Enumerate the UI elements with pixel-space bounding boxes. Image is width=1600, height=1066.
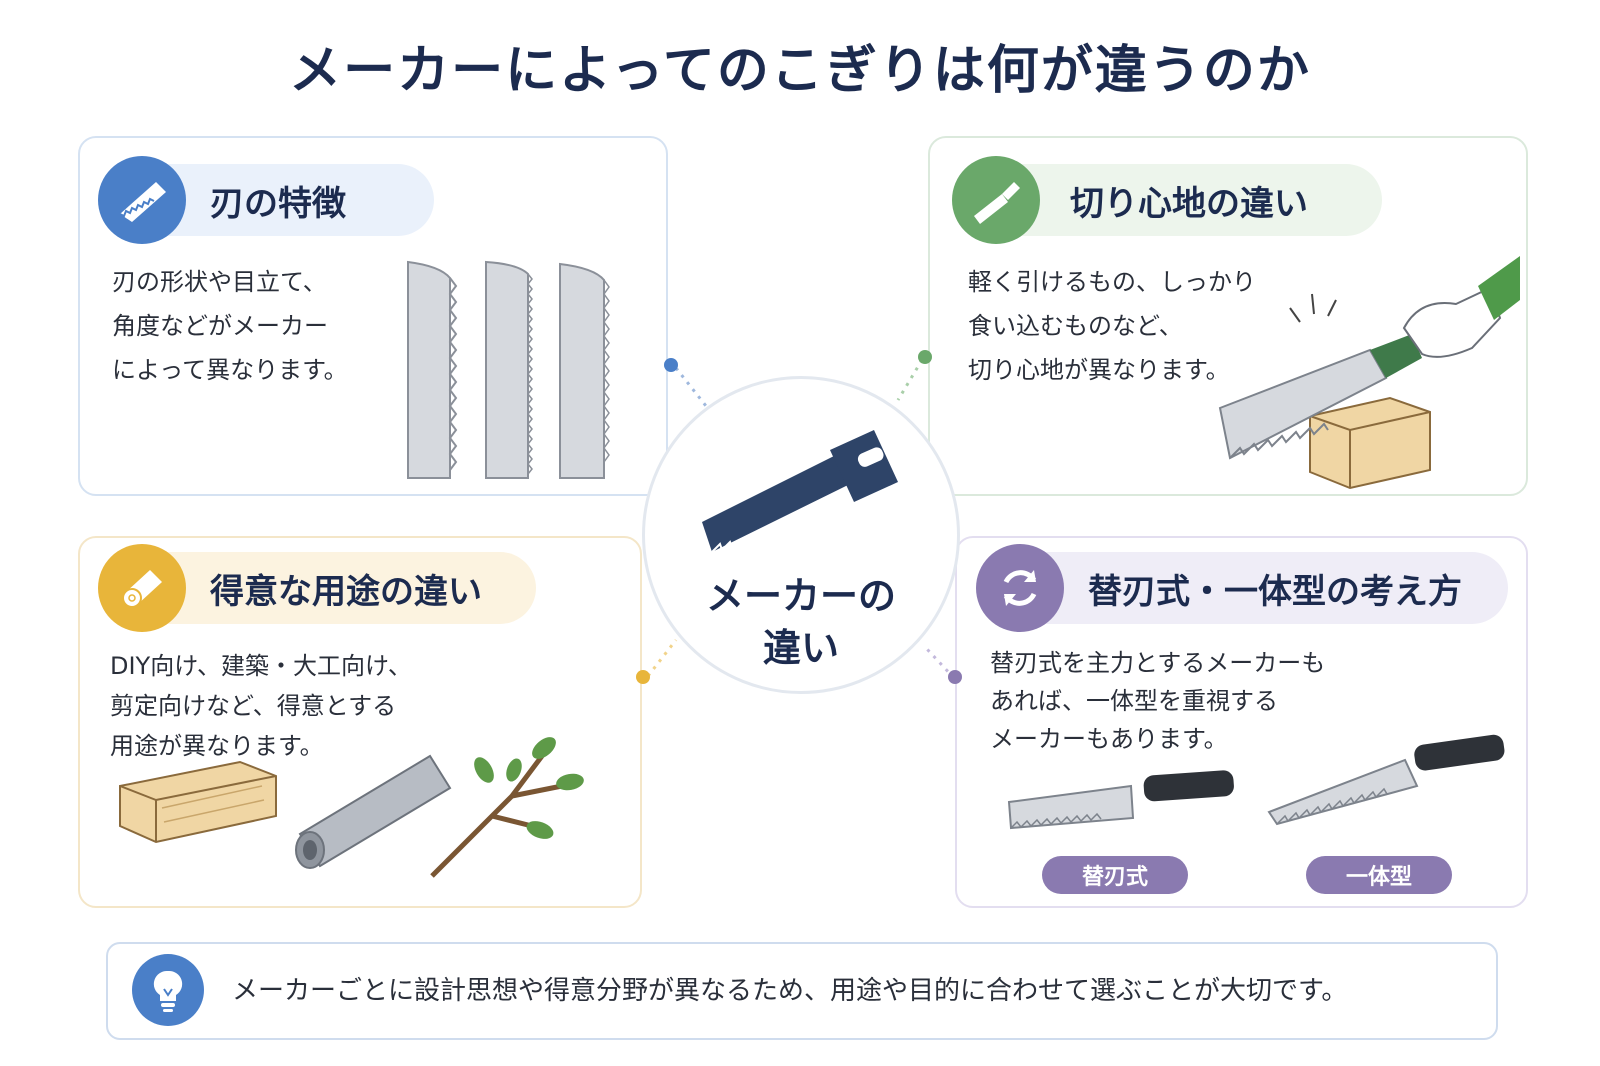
blade-shape-2 [485,260,533,479]
use-heading: 得意な用途の違い [210,571,482,612]
use-illustrations [119,737,584,878]
motion-lines [1289,293,1337,323]
connector-dot-feel [918,350,932,364]
saw-type-illustrations [1007,734,1505,830]
summary-text: メーカーごとに設計思想や得意分野が異なるため、用途や目的に合わせて選ぶことが大切… [232,976,1348,1006]
saw-handle [1370,334,1422,378]
metal-pipe [295,754,452,869]
lightbulb-icon [132,954,204,1026]
use-description: DIY向け、建築・大工向け、 剪定向けなど、得意とする 用途が異なります。 [110,652,412,760]
feel-description: 軽く引けるもの、しっかり 食い込むものなど、 切り心地が異なります。 [968,268,1256,384]
tag-integrated: 一体型 [1306,856,1452,894]
hand-saw-icon [702,430,898,553]
blade-shape-3 [559,262,610,479]
pull-saw-icon [952,156,1040,244]
tag-replaceable-blade: 替刃式 [1042,856,1188,894]
refresh-icon [976,544,1064,632]
integrated-saw [1267,734,1505,826]
center-circle [642,376,960,694]
type-heading: 替刃式・一体型の考え方 [1088,571,1462,612]
type-description: 替刃式を主力とするメーカーも あれば、一体型を重視する メーカーもあります。 [990,649,1326,753]
summary-box [106,942,1498,1040]
blade-illustrations [407,260,610,479]
blade-description: 刃の形状や目立て、 角度などがメーカー によって異なります。 [112,268,348,384]
connector-dot-type [948,670,962,684]
lumber-board [119,760,277,844]
center-label: メーカーの 違い [705,574,896,670]
sleeve [1478,256,1520,320]
replaceable-saw [1007,770,1234,830]
connector-dot-use [636,670,650,684]
tree-branch [430,737,584,878]
wood-block [1309,396,1431,490]
blade-shape-1 [407,260,458,479]
feel-heading: 切り心地の違い [1070,183,1308,224]
wood-log-icon [98,544,186,632]
connector-dot-blade [664,358,678,372]
page-title: メーカーによってのこぎりは何が違うのか [289,41,1311,101]
blade-heading: 刃の特徴 [210,183,346,224]
type-heading-pill: 替刃式・一体型の考え方 [986,552,1508,624]
sawing-illustration [1218,256,1520,490]
saw-blade-icon [98,156,186,244]
